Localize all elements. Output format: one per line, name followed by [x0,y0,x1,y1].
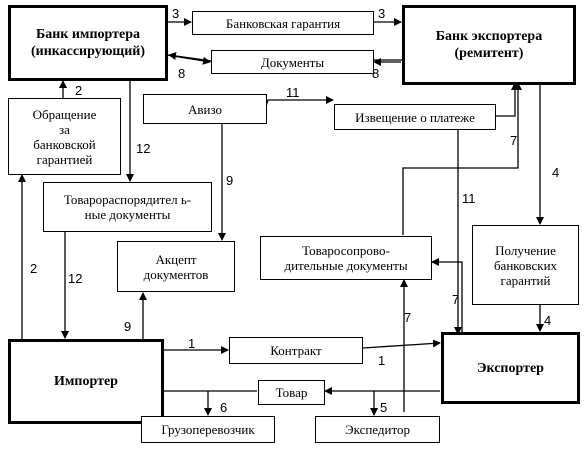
forwarder-box: Экспедитор [315,416,440,443]
accept-documents-box: Акцепт документов [117,241,235,292]
arrow-7-exporter-to-shipping [431,258,463,335]
goods-box: Товар [258,380,325,405]
label-5: 5 [380,400,388,415]
label-8-right: 8 [372,66,380,81]
exporter-box: Экспортер [441,332,580,404]
label-7-top: 7 [510,133,518,148]
payment-notice-box: Извещение о платеже [334,104,496,130]
label-1-left: 1 [188,336,196,351]
label-9-top: 9 [226,173,234,188]
label-2-top: 2 [75,83,83,98]
aviso-box: Авизо [143,94,267,124]
shipping-documents-box: Товаросопрово- дительные документы [260,236,432,280]
contract-box: Контракт [229,337,363,364]
label-11-mid: 11 [462,191,476,206]
exporter-bank-box: Банк экспортера (ремитент) [402,5,576,85]
label-4-bottom: 4 [544,313,552,328]
label-6: 6 [220,400,228,415]
label-4-top: 4 [552,165,560,180]
receive-guarantees-box: Получение банковских гарантий [472,225,579,305]
bank-guarantee-box: Банковская гарантия [192,11,374,35]
label-7-right: 7 [452,292,460,307]
label-3-right: 3 [378,6,386,21]
label-2-left: 2 [30,261,38,276]
arrow-8-importer-bank-to-documents [166,54,211,65]
arrow-11-notice-to-exporter-bank [495,82,519,117]
label-8-left: 8 [178,66,186,81]
importer-bank-box: Банк импортера (инкассирующий) [8,5,168,81]
label-3-left: 3 [172,6,180,21]
label-7-bottom: 7 [404,310,412,325]
documents-box: Документы [211,50,374,74]
label-11-top: 11 [286,85,300,100]
importer-box: Импортер [8,339,164,424]
arrow-7-shipping-to-exporter-bank [402,82,522,235]
label-12-left: 12 [68,271,83,286]
guarantee-request-box: Обращение за банковской гарантией [8,98,121,175]
label-12-top: 12 [136,141,151,156]
title-documents-box: Товарораспорядител ь- ные документы [43,182,212,232]
arrow-1-contract-to-exporter [362,339,441,349]
label-1-right: 1 [378,353,386,368]
carrier-box: Грузоперевозчик [141,416,275,443]
label-9-left: 9 [124,319,132,334]
arrow-11-aviso-to-notice [265,96,334,107]
